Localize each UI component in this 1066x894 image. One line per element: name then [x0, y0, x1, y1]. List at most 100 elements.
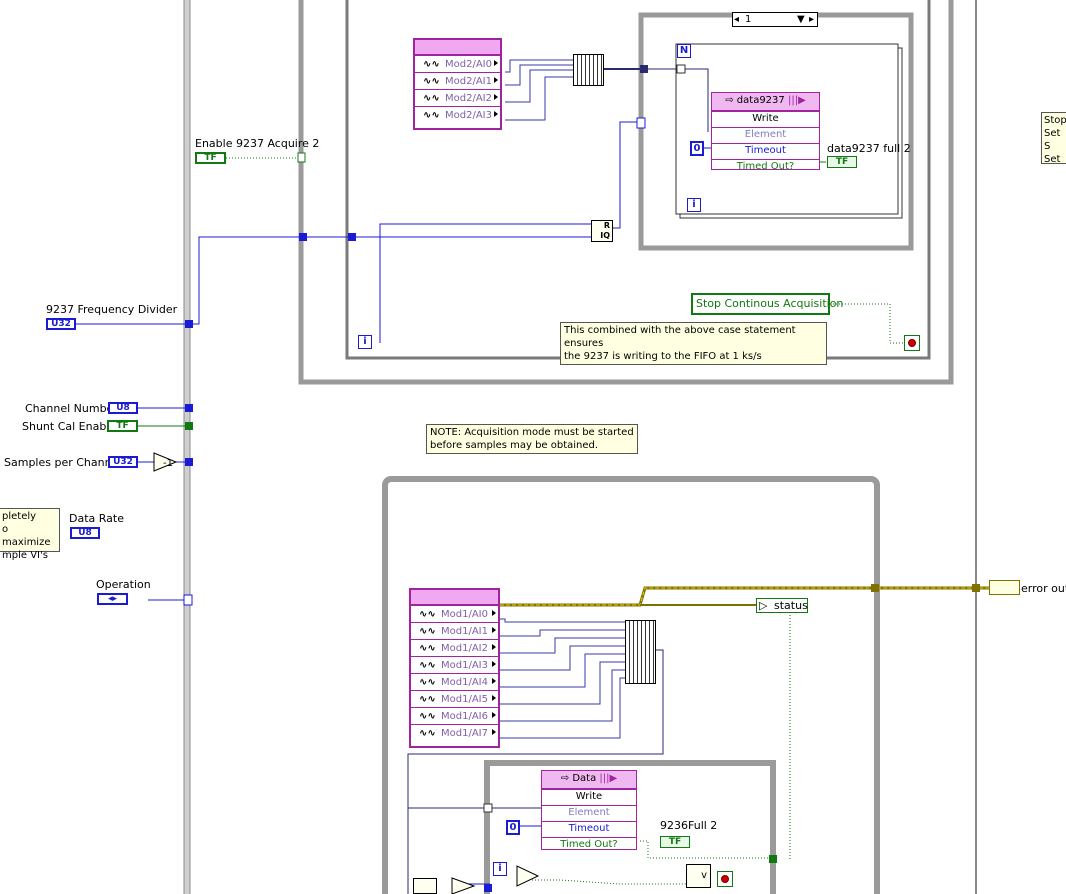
fifo-write-icon: ⇨: [560, 773, 570, 784]
chevron-down-icon[interactable]: ▼: [797, 14, 805, 25]
array-size-node[interactable]: [413, 878, 437, 894]
build-array-node[interactable]: [573, 54, 604, 86]
fifo-rate-note: This combined with the above case statem…: [560, 322, 827, 365]
stop-condition-terminal: [904, 335, 920, 351]
acquisition-note: NOTE: Acquisition mode must be started b…: [426, 424, 638, 454]
waveform-icon: ∿∿: [423, 93, 440, 104]
build-array-node-lower[interactable]: [625, 620, 656, 684]
increment-arrow-icon[interactable]: ▸: [809, 14, 815, 25]
waveform-icon: ∿∿: [423, 76, 440, 87]
io-channel-name: Mod2/AI0: [445, 59, 492, 70]
io-channel-row: ∿∿ Mod2/AI3: [415, 106, 500, 123]
stop-acquisition-control[interactable]: Stop Continous Acquisition: [691, 293, 843, 315]
enable-acquire-control[interactable]: TF: [195, 152, 226, 164]
waveform-icon: ∿∿: [419, 694, 436, 705]
error-out-label: error out: [1021, 582, 1066, 595]
error-out-indicator: [989, 580, 1020, 595]
fifo-element-terminal: Element: [542, 805, 636, 821]
left-comment-line: mple VI's: [2, 550, 48, 561]
stop-condition-terminal-lower: [717, 871, 733, 887]
full-9236-label: 9236Full 2: [660, 819, 718, 832]
waveform-icon: ∿∿: [419, 643, 436, 654]
status-label: status: [774, 599, 808, 612]
io-channel-name: Mod2/AI2: [445, 93, 492, 104]
samples-per-channel-control[interactable]: U32: [108, 456, 138, 468]
fifo-icon: |||▶: [599, 773, 618, 784]
shunt-cal-control[interactable]: TF: [107, 420, 138, 432]
fifo-node-title: Data: [572, 773, 597, 784]
waveform-icon: ∿∿: [419, 626, 436, 637]
case-selector[interactable]: ◂ 1 ▼ ▸: [732, 12, 818, 27]
waveform-icon: ∿∿: [423, 59, 440, 70]
freq-divider-control[interactable]: U32: [46, 318, 76, 330]
left-comment: pletely o maximize mple VI's: [0, 508, 60, 561]
waveform-icon: ∿∿: [419, 711, 436, 722]
io-channel-name: Mod2/AI1: [445, 76, 492, 87]
status-unbundle[interactable]: ▷ status: [756, 598, 808, 613]
operation-control[interactable]: ◂▸: [97, 593, 128, 605]
decrement-arrow-icon[interactable]: ◂: [734, 14, 740, 25]
fifo-timeout-terminal: Timeout: [712, 143, 819, 159]
enable-acquire-label: Enable 9237 Acquire 2: [195, 137, 320, 150]
left-comment-line: pletely: [2, 511, 37, 522]
right-comment: Stop Set S Set R: [1041, 112, 1066, 164]
note-line: the 9237 is writing to the FIFO at 1 ks/…: [564, 351, 762, 362]
fifo-timed-out-terminal: Timed Out?: [542, 837, 636, 853]
note-line: This combined with the above case statem…: [564, 325, 796, 349]
io-channel-name: Mod1/AI7: [441, 728, 488, 739]
case-value: 1: [745, 14, 752, 25]
fifo-timeout-terminal: Timeout: [542, 821, 636, 837]
io-channel-row: ∿∿ Mod1/AI5: [411, 690, 498, 707]
fifo-element-terminal: Element: [712, 127, 819, 143]
timeout-constant-lower[interactable]: 0: [506, 820, 520, 835]
io-channel-row: ∿∿Mod1/AI7: [411, 724, 498, 741]
while-iteration-terminal: i: [358, 335, 372, 349]
io-channel-name: Mod1/AI2: [441, 643, 488, 654]
io-channel-row: ∿∿ Mod1/AI4: [411, 673, 498, 690]
case-iteration-terminal: i: [493, 862, 507, 876]
io-channel-row: ∿∿ Mod1/AI3: [411, 656, 498, 673]
loop-iteration-terminal: i: [687, 198, 701, 212]
io-channel-name: Mod2/AI3: [445, 110, 492, 121]
io-channel-row: ∿∿ Mod1/AI0: [411, 605, 498, 622]
data9237-full-indicator: TF: [827, 156, 857, 168]
right-comment-line: Set R: [1044, 154, 1061, 164]
full-9236-indicator: TF: [660, 836, 690, 848]
fifo-method: Write: [712, 111, 819, 127]
channel-number-control[interactable]: U8: [108, 402, 138, 414]
fifo-node-title: data9237: [736, 95, 785, 106]
data-rate-control[interactable]: U8: [70, 527, 100, 539]
io-channel-name: Mod1/AI0: [441, 609, 488, 620]
data-rate-label: Data Rate: [69, 512, 124, 525]
waveform-icon: ∿∿: [419, 609, 436, 620]
io-channel-row: ∿∿ Mod2/AI1: [415, 72, 500, 89]
fifo-method: Write: [542, 789, 636, 805]
io-channel-name: Mod1/AI1: [441, 626, 488, 637]
shunt-cal-label: Shunt Cal Enable: [22, 420, 117, 433]
waveform-icon: ∿∿: [419, 677, 436, 688]
io-channel-row: ∿∿ Mod1/AI1: [411, 622, 498, 639]
data9237-fifo-node[interactable]: ⇨ data9237 |||▶ Write Element Timeout Ti…: [711, 92, 820, 172]
waveform-icon: ∿∿: [419, 660, 436, 671]
io-channel-name: Mod1/AI3: [441, 660, 488, 671]
left-comment-line: o maximize: [2, 524, 51, 548]
io-node-header: [411, 590, 498, 605]
samples-per-channel-label: Samples per Channel: [4, 456, 122, 469]
io-channel-row: ∿∿ Mod1/AI2: [411, 639, 498, 656]
note-line: NOTE: Acquisition mode must be started: [430, 427, 634, 438]
lower-io-node[interactable]: ∿∿Mod1/AI0 ∿∿Mod1/AI1 ∿∿Mod1/AI2 ∿∿Mod1/…: [409, 588, 500, 748]
io-channel-name: Mod1/AI4: [441, 677, 488, 688]
waveform-icon: ∿∿: [423, 110, 440, 121]
right-comment-line: Set S: [1044, 128, 1061, 152]
io-channel-row: ∿∿ Mod2/AI2: [415, 89, 500, 106]
upper-io-node[interactable]: ∿∿ Mod2/AI0 ∿∿ Mod2/AI1 ∿∿ Mod2/AI2 ∿∿ Mod2/…: [413, 38, 502, 130]
right-comment-line: Stop: [1044, 115, 1066, 126]
data-fifo-node[interactable]: ⇨ Data |||▶ Write Element Timeout Timed …: [541, 770, 637, 850]
note-line: before samples may be obtained.: [430, 440, 599, 451]
data9237-full-label: data9237 full 2: [827, 142, 911, 155]
freq-divider-label: 9237 Frequency Divider: [46, 303, 178, 316]
or-function-node[interactable]: v: [686, 864, 711, 888]
io-channel-name: Mod1/AI5: [441, 694, 488, 705]
timeout-constant-upper[interactable]: 0: [690, 141, 704, 156]
